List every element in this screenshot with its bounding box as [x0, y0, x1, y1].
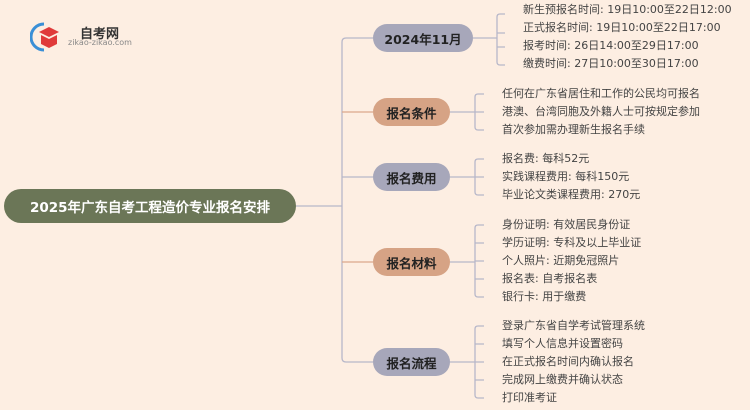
branch-node-process: 报名流程	[373, 348, 450, 376]
leaf-item: 任何在广东省居住和工作的公民均可报名	[502, 87, 700, 100]
leaf-item: 实践课程费用: 每科150元	[502, 170, 630, 183]
root-node: 2025年广东自考工程造价专业报名安排	[4, 189, 296, 223]
leaf-item: 港澳、台湾同胞及外籍人士可按规定参加	[502, 105, 700, 118]
logo-icon	[30, 22, 59, 52]
branch-node-conditions: 报名条件	[373, 98, 450, 126]
leaf-item: 个人照片: 近期免冠照片	[502, 254, 620, 267]
leaf-item: 完成网上缴费并确认状态	[502, 373, 623, 386]
leaf-item: 报名表: 自考报名表	[502, 272, 598, 285]
leaf-item: 新生预报名时间: 19日10:00至22日12:00	[523, 3, 732, 16]
branch-node-materials: 报名材料	[373, 248, 450, 276]
leaf-item: 学历证明: 专科及以上毕业证	[502, 236, 642, 249]
leaf-item: 正式报名时间: 19日10:00至22日17:00	[523, 21, 721, 34]
logo-subtitle: zikao-zikao.com	[68, 38, 132, 47]
logo-title: 自考网	[80, 27, 120, 42]
branch-node-2024-11: 2024年11月	[373, 24, 473, 52]
leaf-item: 报考时间: 26日14:00至29日17:00	[523, 39, 699, 52]
leaf-item: 毕业论文类课程费用: 270元	[502, 188, 641, 201]
leaf-item: 首次参加需办理新生报名手续	[502, 123, 645, 136]
leaf-item: 在正式报名时间内确认报名	[502, 355, 634, 368]
leaf-item: 登录广东省自学考试管理系统	[502, 319, 645, 332]
leaf-item: 填写个人信息并设置密码	[502, 337, 623, 350]
leaf-item: 银行卡: 用于缴费	[502, 290, 587, 303]
branch-node-fees: 报名费用	[373, 163, 450, 191]
leaf-item: 报名费: 每科52元	[502, 152, 590, 165]
leaf-item: 缴费时间: 27日10:00至30日17:00	[523, 57, 699, 70]
leaf-item: 身份证明: 有效居民身份证	[502, 218, 631, 231]
leaf-item: 打印准考证	[502, 391, 557, 404]
